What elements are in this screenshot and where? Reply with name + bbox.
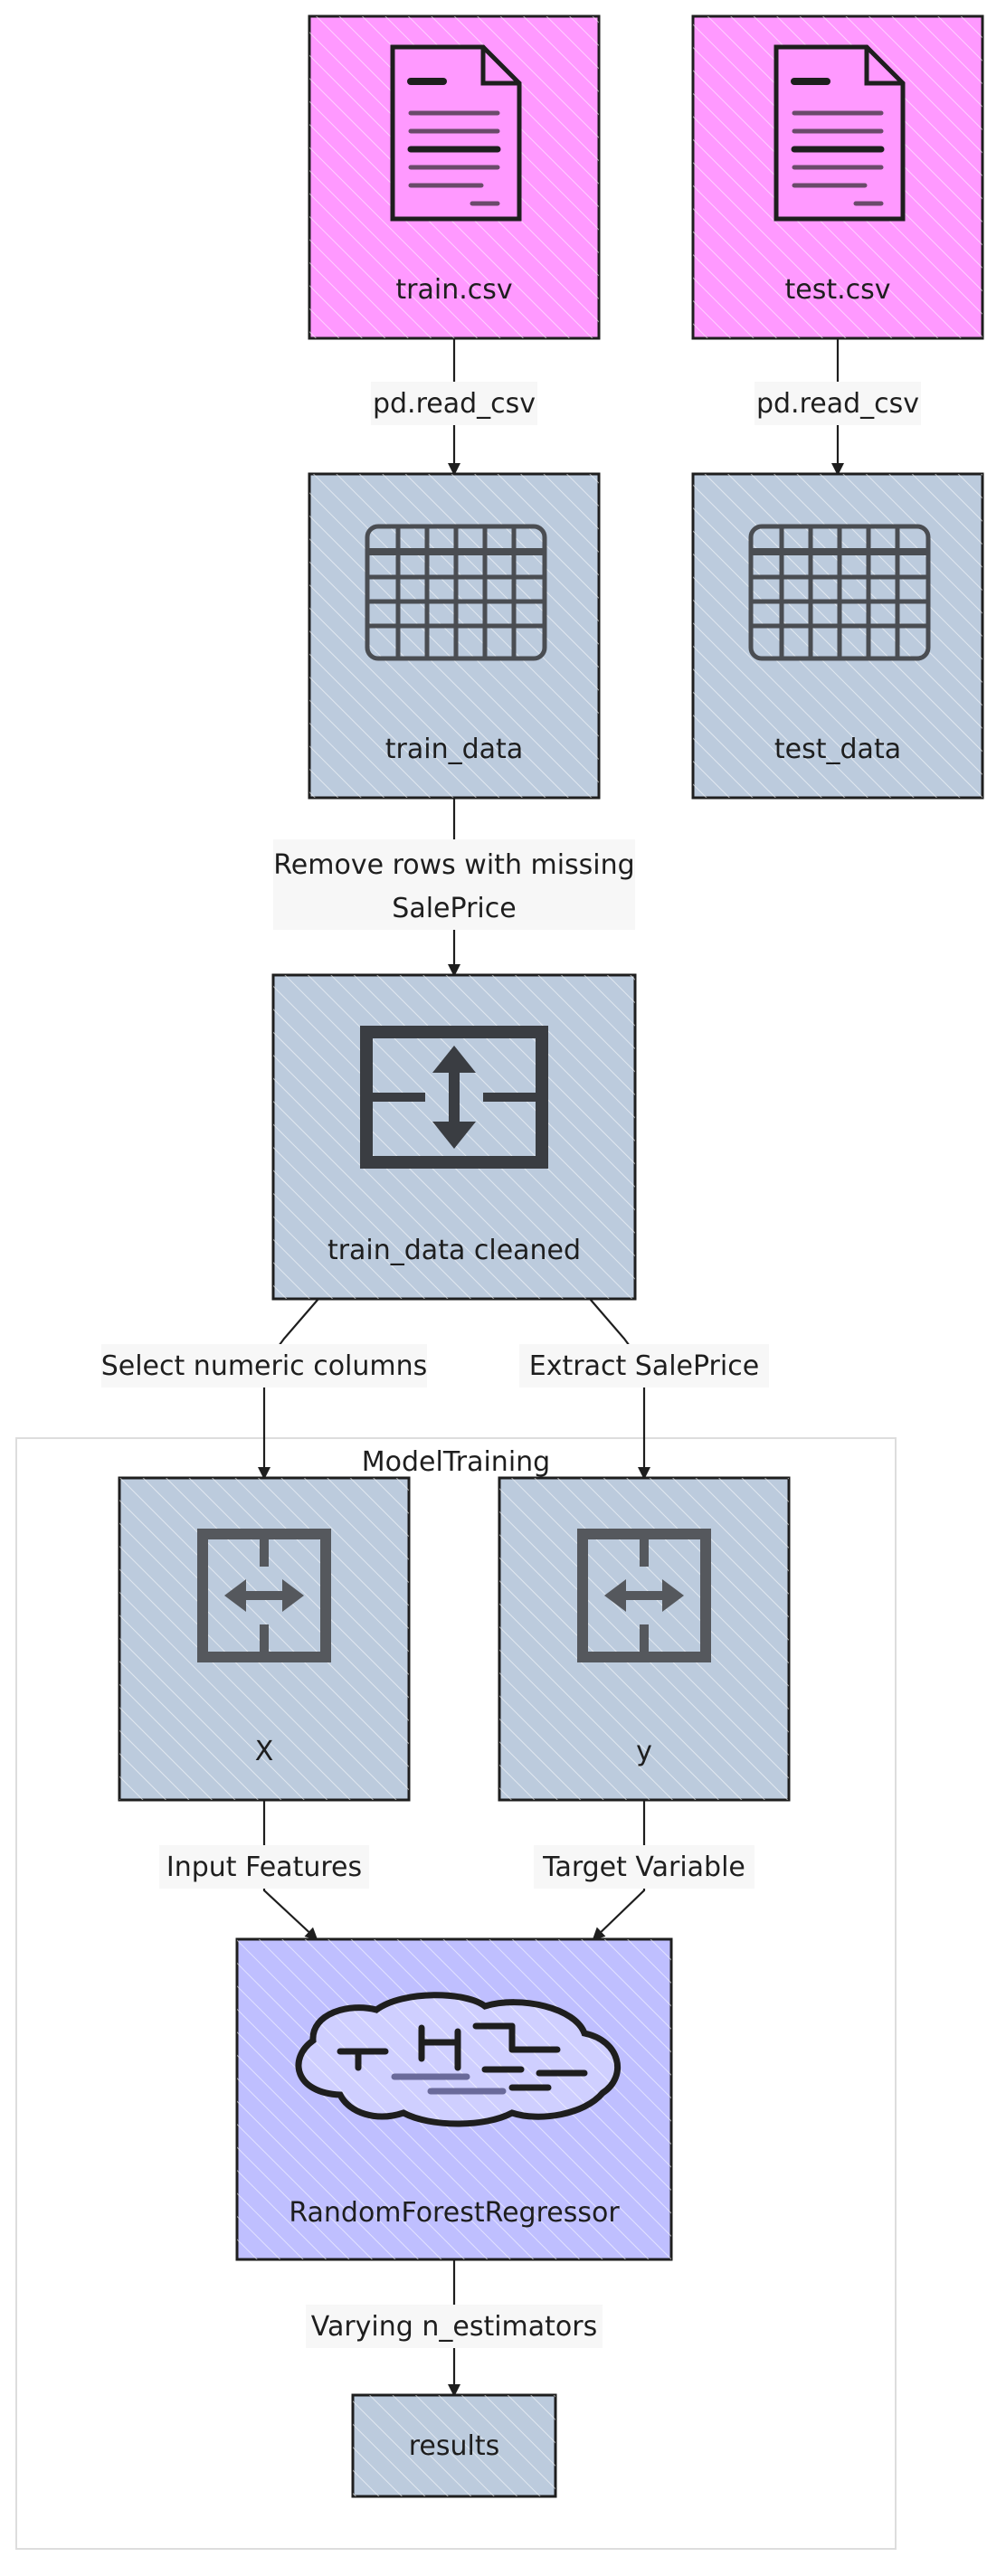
edge-label-target-variable: Target Variable [534,1845,754,1889]
node-train-data[interactable]: train_data [308,472,601,800]
node-label: train_data cleaned [327,1235,581,1266]
edge-input-features [262,1800,318,1941]
document-icon [390,44,522,222]
node-train-csv[interactable]: train.csv [308,14,601,340]
brain-icon [295,1992,621,2127]
table-icon [748,524,931,661]
edge-label: pd.read_csv [373,388,536,420]
edge-label-remove-rows: Remove rows with missing SalePrice [273,839,635,930]
node-y[interactable]: y [498,1476,791,1802]
edge-label-read-test: pd.read_csv [754,382,921,425]
node-random-forest-regressor[interactable]: RandomForestRegressor [235,1937,673,2261]
node-label: test.csv [784,274,890,306]
document-icon [773,44,906,222]
edge-label-varying: Varying n_estimators [306,2305,603,2348]
edge-label: Target Variable [542,1852,745,1883]
edge-label: Input Features [166,1852,362,1883]
node-test-csv[interactable]: test.csv [691,14,984,340]
edge-label-input-features: Input Features [159,1845,369,1889]
expand-vertical-icon [360,1026,548,1169]
edge-label: Varying n_estimators [311,2311,597,2343]
model-training-group: ModelTraining [15,1437,897,2550]
edge-label: pd.read_csv [756,388,919,420]
node-label: results [409,2430,500,2462]
node-label: X [255,1736,274,1767]
node-label: train.csv [395,274,512,306]
node-label: test_data [774,734,901,765]
node-label: y [636,1736,652,1767]
edge-label-read-train: pd.read_csv [371,382,537,425]
table-icon [365,524,547,661]
group-label: ModelTraining [362,1446,550,1478]
node-train-data-cleaned[interactable]: train_data cleaned [271,973,637,1301]
node-label: RandomForestRegressor [289,2197,620,2229]
split-horizontal-icon [577,1529,711,1662]
edge-target-variable [592,1800,646,1941]
node-x[interactable]: X [118,1476,411,1802]
edge-select-numeric [258,1298,319,1480]
edge-label-line1: Remove rows with missing [273,849,634,881]
edge-label-extract-price: Extract SalePrice [519,1344,769,1387]
edge-label-line2: SalePrice [392,893,516,924]
edge-extract-price [589,1298,650,1480]
edge-label: Select numeric columns [101,1350,428,1382]
edge-label-select-numeric: Select numeric columns [101,1344,428,1387]
node-label: train_data [385,734,523,765]
edge-label: Extract SalePrice [529,1350,759,1382]
node-results[interactable]: results [351,2393,557,2498]
split-horizontal-icon [197,1529,331,1662]
node-test-data[interactable]: test_data [691,472,984,800]
